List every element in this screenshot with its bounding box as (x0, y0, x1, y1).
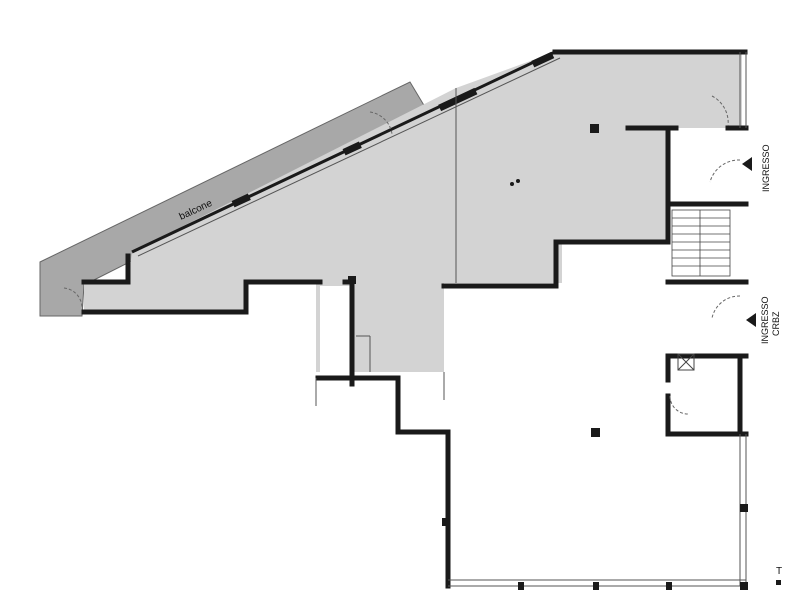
entrance-crbz-label-1: INGRESSO (760, 296, 770, 344)
entrance-label: INGRESSO (761, 144, 771, 192)
stair-icon (671, 209, 731, 277)
shaft-icon (677, 353, 695, 371)
arrow-left-icon (742, 157, 752, 171)
corner-mark: T (776, 566, 782, 577)
corner-square (776, 580, 781, 585)
entrance-crbz-label-2: CRBZ (771, 311, 781, 336)
door-swing-icon (63, 95, 741, 415)
gray-floor-area (84, 52, 742, 372)
arrow-left-icon (746, 313, 756, 327)
column-icon (348, 124, 748, 590)
diagonal-facade (131, 50, 561, 257)
